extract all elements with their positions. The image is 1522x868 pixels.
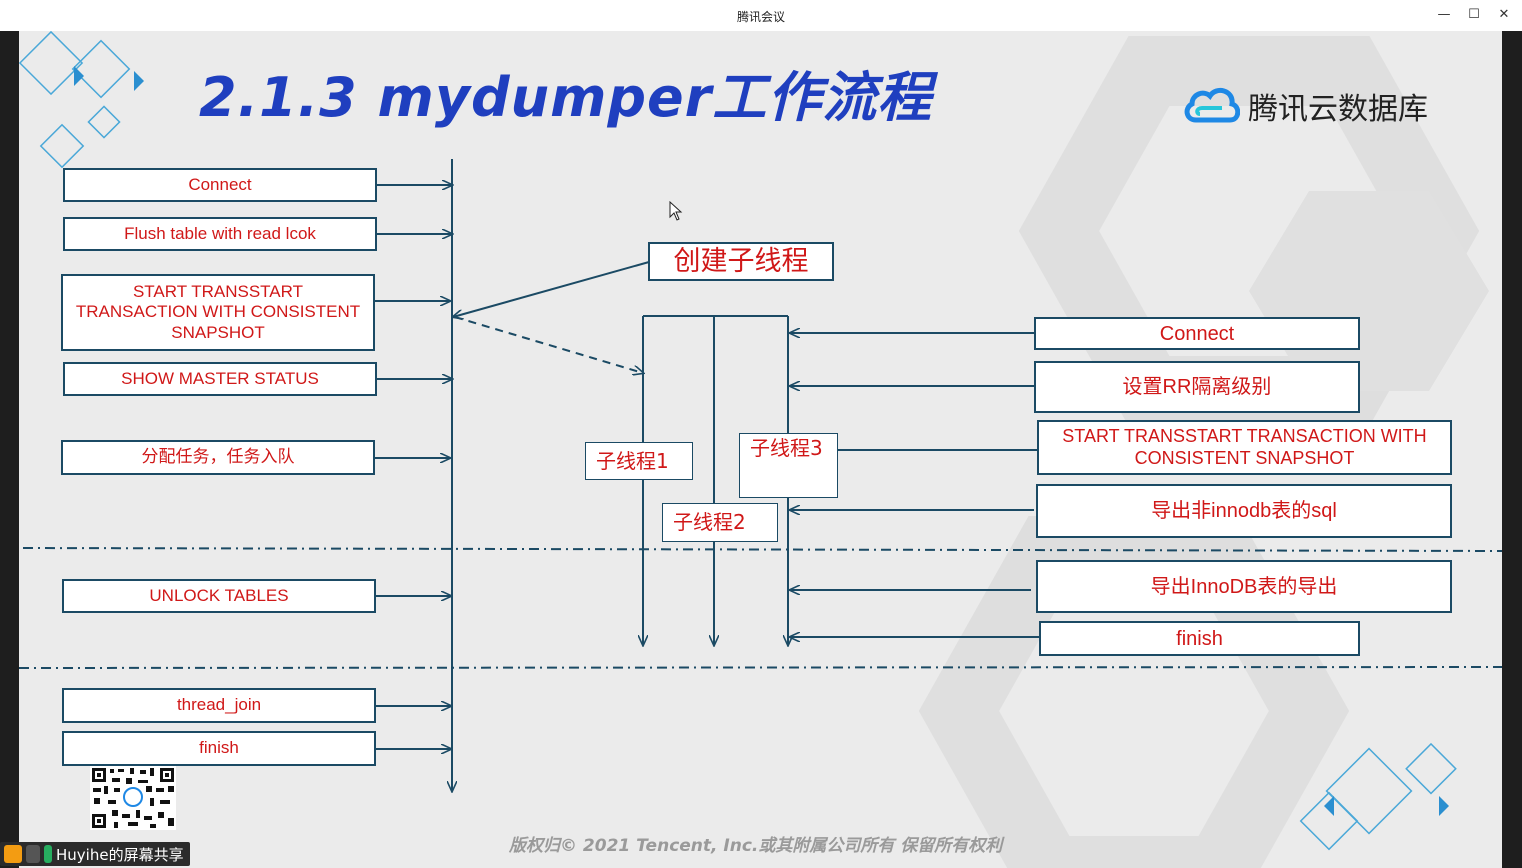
microphone-icon <box>44 845 52 863</box>
screen-icon <box>26 845 40 863</box>
main-step-unlock-tables: UNLOCK TABLES <box>62 579 376 613</box>
window-titlebar: 腾讯会议 — ☐ ✕ <box>0 0 1522 32</box>
main-step-connect: Connect <box>63 168 377 202</box>
screen-share-border-right <box>1502 31 1522 868</box>
qr-code-image <box>90 766 176 830</box>
window-title: 腾讯会议 <box>736 10 785 24</box>
copyright-notice: 版权归© 2021 Tencent, Inc.或其附属公司所有 保留所有权利 <box>509 836 1003 856</box>
maximize-button[interactable]: ☐ <box>1468 7 1480 22</box>
main-step-finish: finish <box>62 731 376 766</box>
close-button[interactable]: ✕ <box>1498 7 1510 22</box>
mouse-cursor-icon <box>669 201 683 221</box>
thread-2-label: 子线程2 <box>662 503 778 542</box>
shared-slide: 2.1.3 mydumper工作流程 腾讯云数据库 <box>19 31 1502 868</box>
thread-step-export-innodb: 导出InnoDB表的导出 <box>1036 560 1452 613</box>
screen-share-border-left <box>0 31 19 868</box>
main-step-flush-tables: Flush table with read lcok <box>63 217 377 251</box>
tencent-cloud-db-logo: 腾讯云数据库 <box>1182 81 1428 131</box>
minimize-button[interactable]: — <box>1437 7 1451 22</box>
main-step-start-transaction: START TRANSSTART TRANSACTION WITH CONSIS… <box>61 274 375 351</box>
create-threads-box: 创建子线程 <box>648 242 834 281</box>
thread-3-label: 子线程3 <box>739 433 838 498</box>
screen-share-indicator[interactable]: Huyihe的屏幕共享 <box>0 842 190 866</box>
main-step-assign-tasks: 分配任务，任务入队 <box>61 440 375 475</box>
thread-step-export-non-innodb: 导出非innodb表的sql <box>1036 484 1452 538</box>
slide-title: 2.1.3 mydumper工作流程 <box>199 66 933 129</box>
brand-text: 腾讯云数据库 <box>1248 92 1428 127</box>
thread-step-start-transaction: START TRANSSTART TRANSACTION WITH CONSIS… <box>1037 420 1452 475</box>
share-bar-label: Huyihe的屏幕共享 <box>56 845 184 864</box>
thread-1-label: 子线程1 <box>585 442 693 480</box>
thread-step-set-rr-isolation: 设置RR隔离级别 <box>1034 361 1360 413</box>
cloud-logo-icon <box>1184 87 1240 123</box>
main-step-show-master-status: SHOW MASTER STATUS <box>63 362 377 396</box>
thread-step-connect: Connect <box>1034 317 1360 350</box>
thread-step-finish: finish <box>1039 621 1360 656</box>
main-step-thread-join: thread_join <box>62 688 376 723</box>
user-icon <box>4 845 22 863</box>
